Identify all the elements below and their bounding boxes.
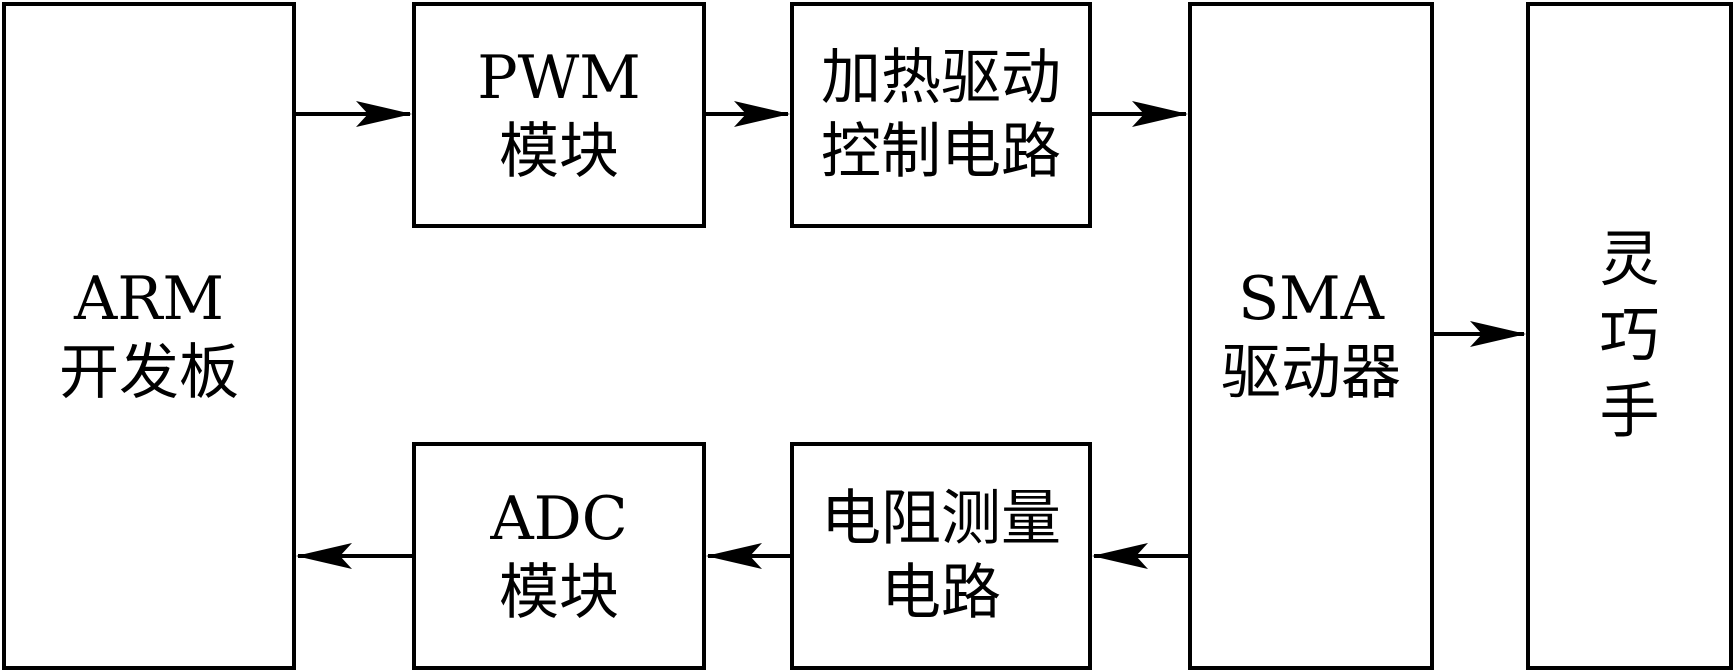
adc-module-node: ADC 模块 xyxy=(412,442,706,670)
sma-label-line1: SMA xyxy=(1238,264,1384,334)
adc-label-line2: 模块 xyxy=(499,558,619,628)
pwm-label-line1: PWM xyxy=(477,43,641,113)
hand-label-char1: 灵 xyxy=(1599,225,1660,295)
arm-label-line1: ARM xyxy=(74,264,224,334)
resist-label-line1: 电阻测量 xyxy=(821,484,1061,554)
resist-label-line2: 电路 xyxy=(881,558,1001,628)
heat-label-line1: 加热驱动 xyxy=(821,43,1061,113)
dexterous-hand-node: 灵 巧 手 xyxy=(1526,2,1733,670)
heat-label-line2: 控制电路 xyxy=(821,117,1061,187)
arm-label-line2: 开发板 xyxy=(59,338,239,408)
adc-label-line1: ADC xyxy=(490,484,628,554)
pwm-label-line2: 模块 xyxy=(499,117,619,187)
hand-label-char3: 手 xyxy=(1599,377,1660,447)
resistance-measure-circuit-node: 电阻测量 电路 xyxy=(790,442,1092,670)
arm-dev-board-node: ARM 开发板 xyxy=(2,2,296,670)
pwm-module-node: PWM 模块 xyxy=(412,2,706,228)
heating-drive-circuit-node: 加热驱动 控制电路 xyxy=(790,2,1092,228)
sma-driver-node: SMA 驱动器 xyxy=(1188,2,1434,670)
hand-label-char2: 巧 xyxy=(1599,301,1660,371)
sma-label-line2: 驱动器 xyxy=(1221,338,1401,408)
